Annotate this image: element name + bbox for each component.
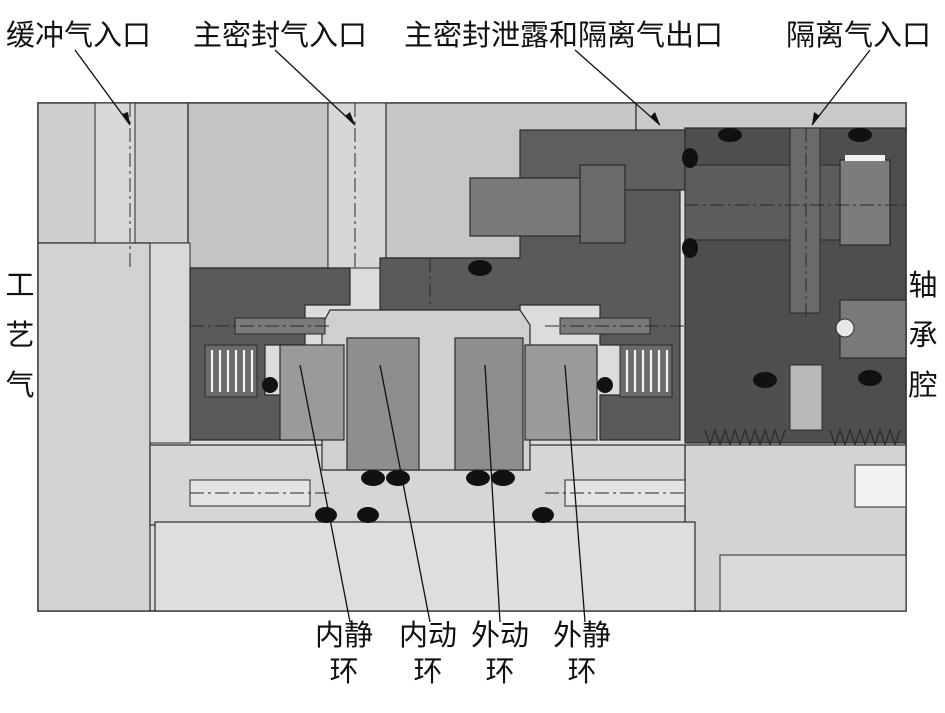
label-bearing-cavity: 轴 承 腔 bbox=[906, 268, 940, 418]
outer-rotating-ring bbox=[454, 337, 524, 471]
leader-arrows bbox=[122, 112, 820, 125]
label-buffer-gas-inlet: 缓冲气入口 bbox=[6, 18, 152, 52]
process-gas-char-1: 工 bbox=[5, 268, 35, 302]
outer-stationary-ring bbox=[524, 344, 598, 441]
bolt-nut-top bbox=[579, 164, 626, 244]
right-bolt-end bbox=[839, 159, 891, 246]
primary-gas-channel bbox=[327, 102, 387, 269]
inner-rotating-ring-line-1: 内动 bbox=[398, 618, 457, 652]
outer-rotating-ring-line-1: 外动 bbox=[470, 618, 529, 652]
label-inner-rotating-ring: 内动 环 bbox=[386, 617, 470, 689]
outer-stationary-ring-line-2: 环 bbox=[567, 654, 597, 688]
right-spring bbox=[619, 344, 673, 398]
process-gas-char-3: 气 bbox=[5, 368, 35, 402]
inner-rotating-ring-line-2: 环 bbox=[413, 654, 443, 688]
label-isolation-gas-inlet: 隔离气入口 bbox=[786, 18, 932, 52]
label-outer-stationary-ring: 外静 环 bbox=[540, 617, 624, 689]
isolation-gas-channel bbox=[789, 127, 821, 314]
center-lines bbox=[129, 103, 905, 494]
leader-lines bbox=[74, 49, 871, 623]
outer-rotating-ring-line-2: 环 bbox=[485, 654, 515, 688]
label-outer-rotating-ring: 外动 环 bbox=[458, 617, 542, 689]
outer-stationary-ring-line-1: 外静 bbox=[552, 618, 611, 652]
inner-rotating-ring bbox=[346, 337, 420, 471]
right-post bbox=[789, 364, 823, 431]
bearing-cavity-char-2: 承 bbox=[908, 318, 938, 352]
inner-stationary-ring-line-1: 内静 bbox=[314, 618, 373, 652]
bearing-pin bbox=[835, 318, 855, 338]
process-side-column bbox=[37, 242, 151, 612]
right-lower-window bbox=[854, 464, 907, 508]
o-ring-seals bbox=[262, 128, 882, 523]
process-side-inner bbox=[149, 242, 191, 444]
right-bolt-channel bbox=[684, 164, 846, 241]
label-primary-seal-gas-inlet: 主密封气入口 bbox=[193, 18, 368, 52]
label-primary-leak-isolation-outlet: 主密封泄露和隔离气出口 bbox=[404, 18, 724, 52]
right-lower-step bbox=[719, 554, 907, 612]
left-spring bbox=[204, 344, 258, 398]
upper-mid-housing bbox=[187, 102, 329, 269]
right-white-slot bbox=[845, 155, 885, 161]
bearing-cavity-char-3: 腔 bbox=[908, 368, 938, 402]
buffer-gas-channel bbox=[94, 102, 136, 264]
inner-stationary-ring-line-2: 环 bbox=[329, 654, 359, 688]
label-process-gas: 工 艺 气 bbox=[3, 268, 37, 418]
bearing-cavity-char-1: 轴 bbox=[908, 268, 938, 302]
bolt-head-top bbox=[469, 177, 586, 237]
process-gas-char-2: 艺 bbox=[5, 318, 35, 352]
labyrinth-teeth-left bbox=[704, 428, 786, 447]
label-inner-stationary-ring: 内静 环 bbox=[302, 617, 386, 689]
